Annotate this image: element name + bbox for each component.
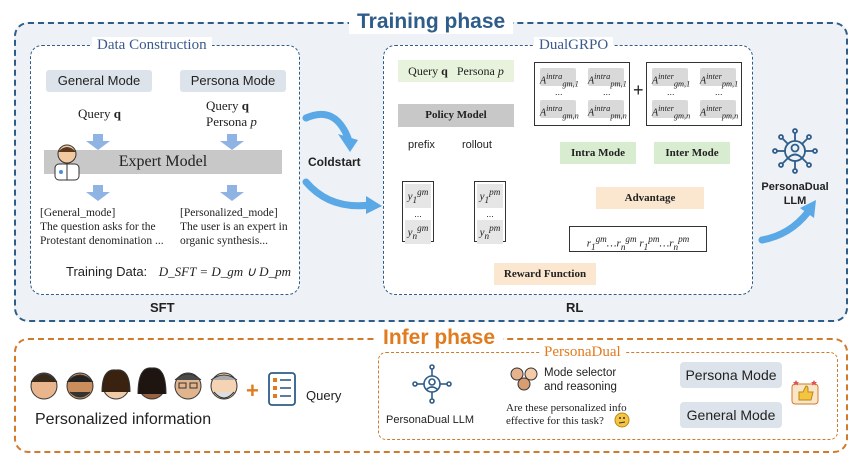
arrow-down-2 (220, 134, 244, 150)
data-construction-title: Data Construction (92, 37, 212, 53)
expert-avatar-icon (54, 144, 80, 181)
face-3 (101, 369, 131, 400)
infer-query-label: Query (306, 388, 342, 403)
face-4 (137, 367, 167, 400)
query-left: Query q (78, 106, 121, 121)
arrow-down-3 (86, 185, 110, 201)
output-arrow (758, 208, 812, 244)
query-persona-right: Query q Persona p (206, 98, 257, 129)
coldstart-label: Coldstart (308, 155, 361, 169)
output-model-label: PersonaDual LLM (761, 181, 829, 207)
infer-persona-mode: Persona Mode (680, 362, 782, 388)
document-list-icon (268, 372, 296, 406)
output-arrowhead (800, 200, 816, 218)
faces-icon (30, 367, 238, 400)
rollout-label: rollout (462, 139, 492, 151)
expert-model-bar: Expert Model (44, 150, 282, 174)
general-mode-label: General Mode (46, 70, 152, 92)
coldstart-arrowhead-top (338, 134, 358, 152)
coldstart-arrow-top (302, 110, 352, 142)
prefix-label: prefix (408, 139, 435, 151)
reward-function: Reward Function (494, 263, 596, 285)
inter-matrix: Aintergm,1 Ainterpm,1 ... ... Aintergm,n… (646, 62, 742, 126)
advantage-box: Advantage (596, 187, 704, 209)
thumbs-up-rating-icon (791, 380, 819, 405)
grpo-input: Query q Persona p (398, 60, 514, 82)
dualgrpo-title: DualGRPO (534, 37, 614, 53)
intra-mode-box: Intra Mode (560, 142, 636, 164)
infer-general-mode: General Mode (680, 402, 782, 428)
face-2 (66, 372, 94, 400)
arrow-down-4 (220, 185, 244, 201)
face-6 (210, 372, 238, 400)
persona-output: [Personalized_mode] The user is an exper… (180, 207, 288, 247)
dc-arrows (86, 134, 244, 201)
coldstart-arrowhead-bottom (366, 196, 382, 214)
mode-selector-text: Mode selector and reasoning (544, 367, 617, 393)
general-output: [General_mode] The question asks for the… (40, 207, 164, 247)
sft-label: SFT (150, 300, 175, 315)
personalized-information-label: Personalized information (35, 411, 212, 428)
rewards-box: r1gm…rngm r1pm…rnpm (569, 226, 707, 252)
question-text: Are these personalized info effective fo… (506, 402, 627, 427)
training-phase-title: Training phase (349, 10, 514, 34)
coldstart-arrow-bottom (302, 178, 374, 210)
inter-mode-box: Inter Mode (654, 142, 730, 164)
persona-mode-label: Persona Mode (180, 70, 286, 92)
infer-plus: + (246, 378, 259, 403)
matrix-plus: + (633, 80, 644, 100)
personadual-title: PersonaDual (540, 344, 625, 361)
gm-rollouts-box: y1gm ... yngm (402, 181, 434, 244)
policy-model: Policy Model (398, 104, 514, 127)
training-data-formula: Training Data: D_SFT = D_gm ∪ D_pm (66, 264, 291, 279)
face-1 (30, 372, 58, 400)
people-icon (510, 367, 538, 391)
thinking-emoji-icon (614, 412, 630, 428)
rl-label: RL (566, 300, 584, 315)
arrow-down-1 (86, 134, 110, 150)
infer-phase-title: Infer phase (375, 326, 504, 350)
face-5 (174, 372, 202, 400)
infer-network-person-icon (412, 364, 452, 404)
pm-rollouts-box: y1pm ... ynpm (474, 181, 506, 244)
network-person-icon (772, 128, 818, 174)
intra-matrix: Aintragm,1 Aintrapm,1 ... ... Aintragm,n… (534, 62, 630, 126)
personadual-llm-label: PersonaDual LLM (386, 414, 475, 426)
